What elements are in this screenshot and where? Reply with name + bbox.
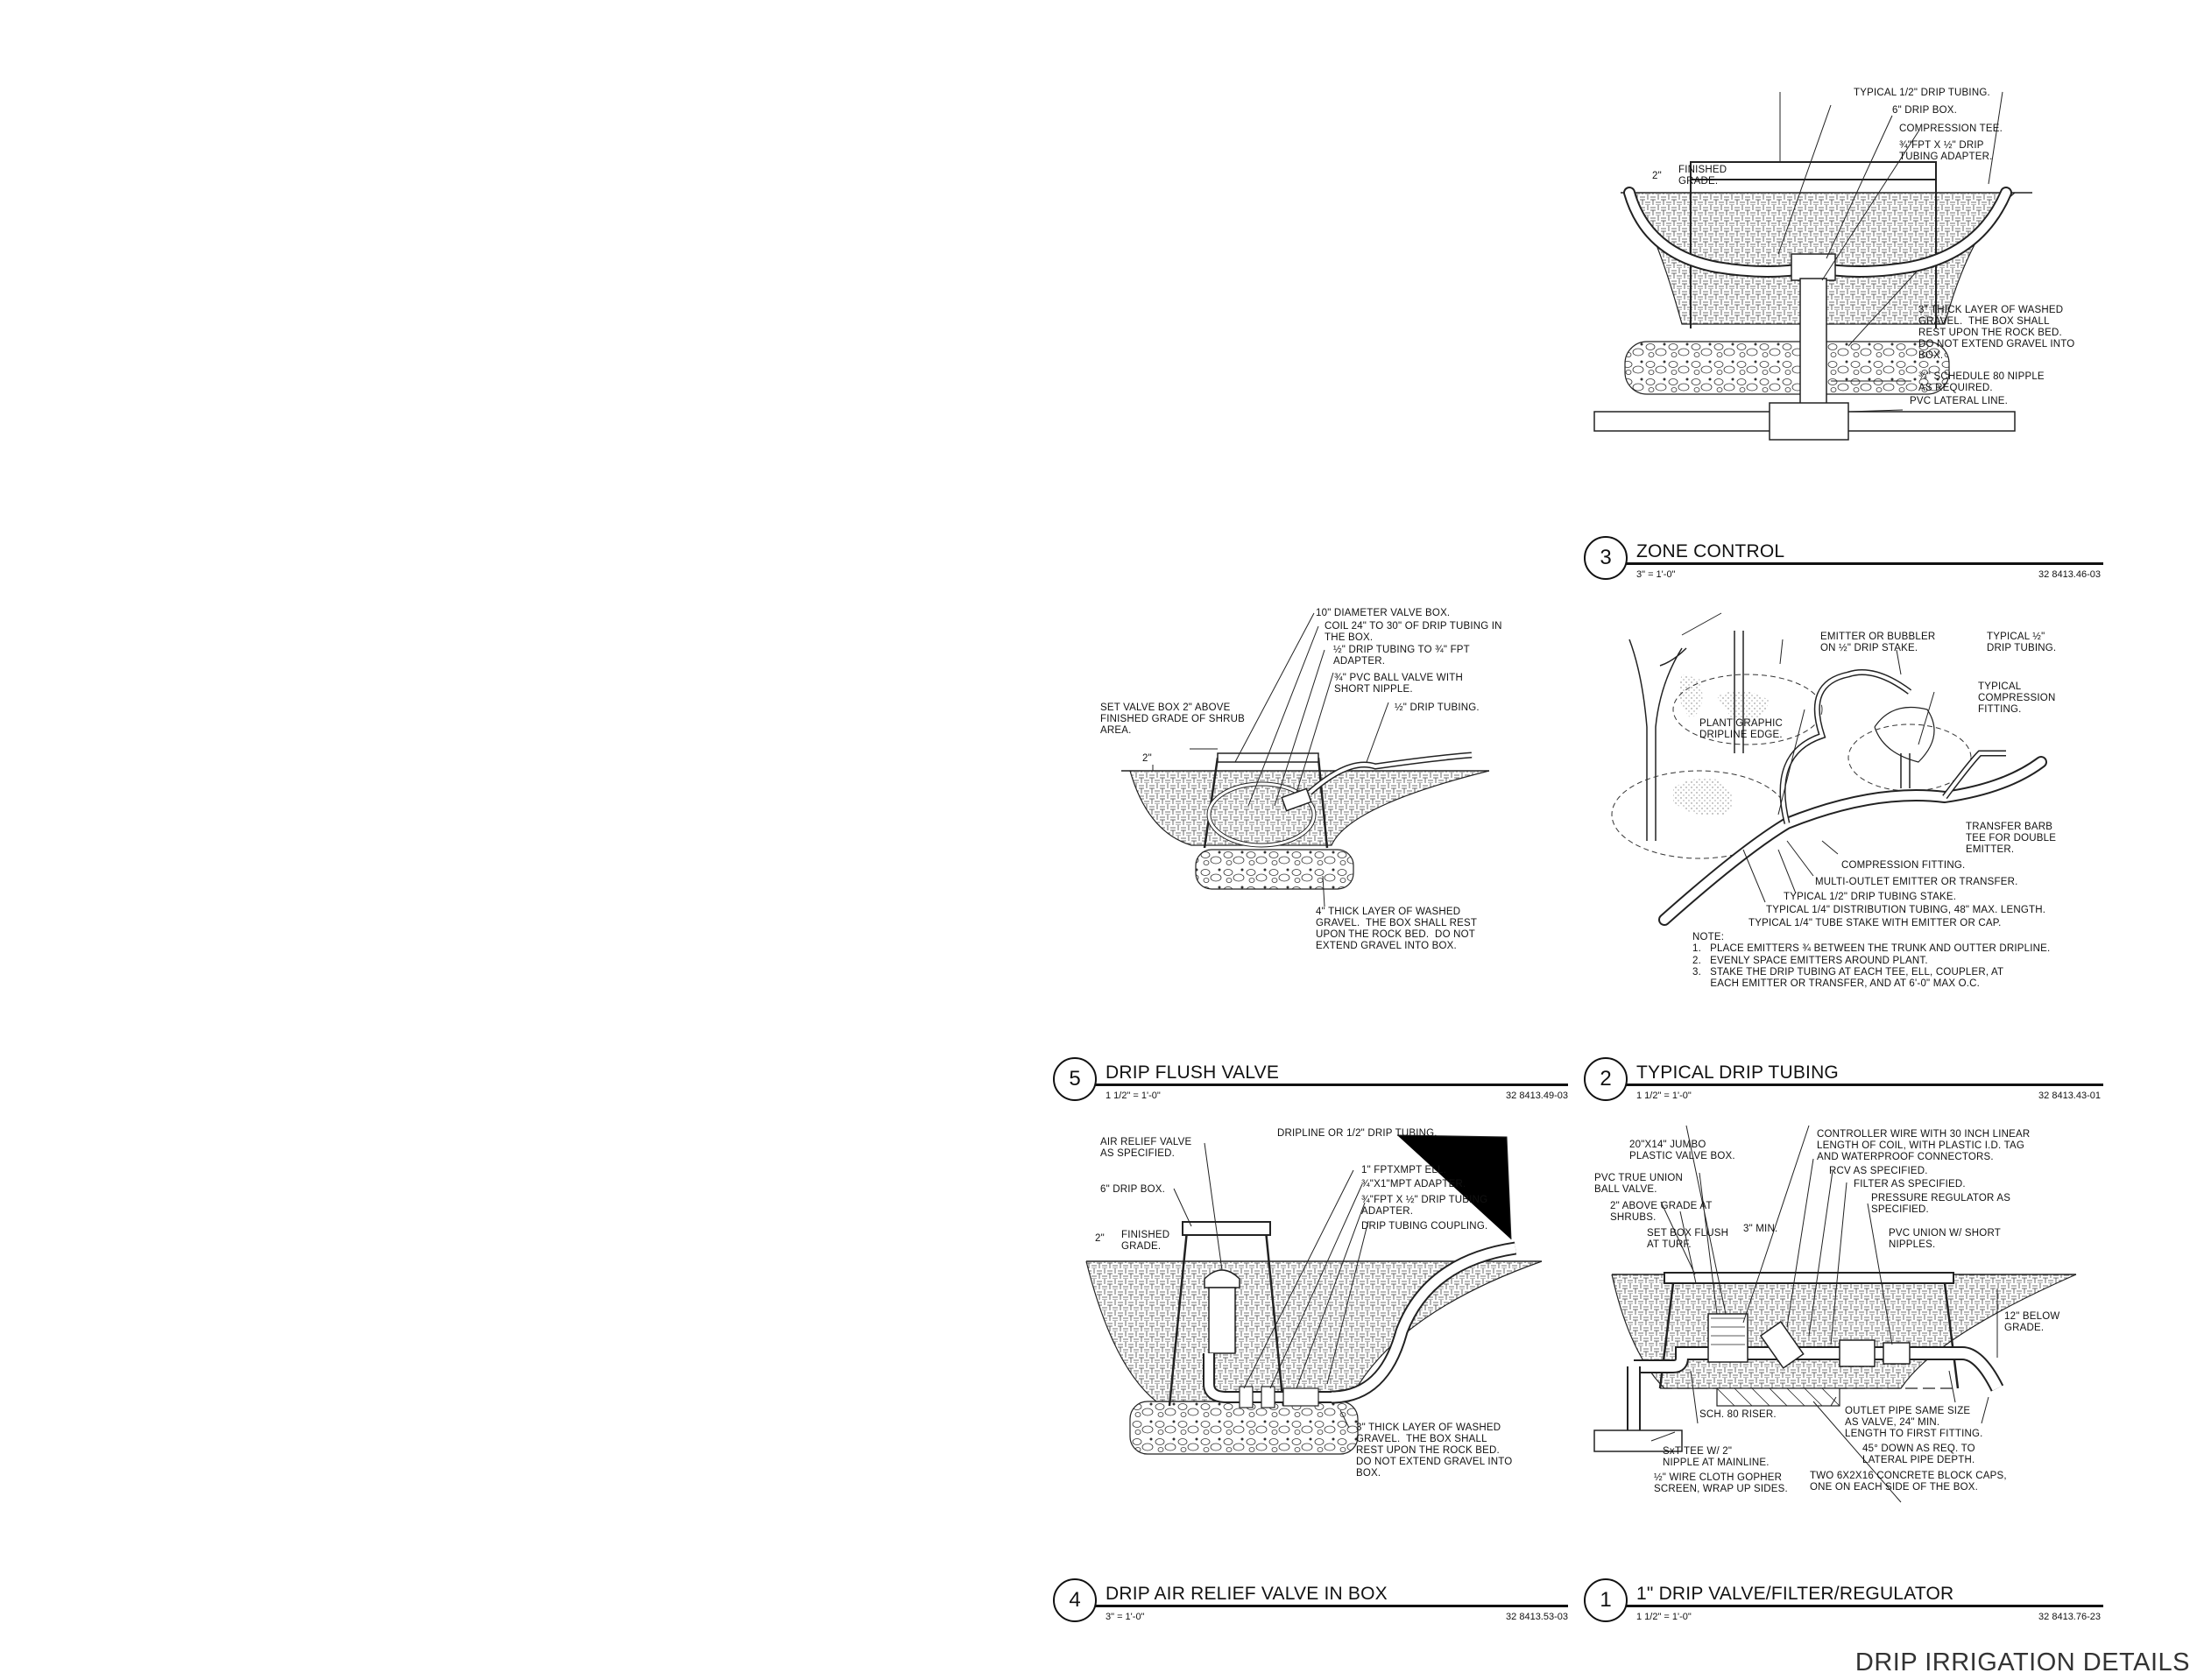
- air-relief-drawing: [1085, 1134, 1543, 1455]
- zone-note-adapter: ¾"FPT X ½" DRIP TUBING ADAPTER.: [1899, 140, 1993, 162]
- zone-note-box: 6" DRIP BOX.: [1892, 105, 1958, 116]
- title-rule: [1626, 562, 2103, 565]
- zone-note-tee: COMPRESSION TEE.: [1899, 124, 2003, 134]
- air-note-dripline: DRIPLINE OR 1/2" DRIP TUBING.: [1277, 1128, 1438, 1139]
- vf-note-gopher: ½" WIRE CLOTH GOPHER SCREEN, WRAP UP SID…: [1654, 1472, 1788, 1494]
- flush-valve-drawing: [1121, 612, 1490, 907]
- tubing-note-head: NOTE:: [1692, 932, 1725, 942]
- air-note-gravel: 3" THICK LAYER OF WASHED GRAVEL. THE BOX…: [1356, 1422, 1513, 1479]
- zone-control-drawing: [1593, 91, 2032, 441]
- vf-note-outlet: OUTLET PIPE SAME SIZE AS VALVE, 24" MIN.…: [1845, 1406, 1983, 1439]
- detail-scale: 1 1/2" = 1'-0": [1636, 1612, 1692, 1622]
- title-rule: [1095, 1605, 1568, 1607]
- flush-note-box: 10" DIAMETER VALVE BOX.: [1316, 608, 1451, 618]
- detail-title: DRIP FLUSH VALVE: [1106, 1062, 1280, 1083]
- flush-note-set: SET VALVE BOX 2" ABOVE FINISHED GRADE OF…: [1100, 702, 1245, 736]
- zone-note-gravel: 3" THICK LAYER OF WASHED GRAVEL. THE BOX…: [1918, 305, 2075, 361]
- air-note-mpt: ¾"X1"MPT ADAPTER.: [1361, 1179, 1466, 1189]
- detail-title: TYPICAL DRIP TUBING: [1636, 1062, 1839, 1083]
- vf-note-down: 45° DOWN AS REQ. TO LATERAL PIPE DEPTH.: [1862, 1444, 1975, 1465]
- detail-valve-filter-regulator: 20"X14" JUMBO PLASTIC VALVE BOX. PVC TRU…: [1593, 1125, 2077, 1528]
- detail-code: 32 8413.46-03: [2038, 569, 2101, 580]
- air-note-box: 6" DRIP BOX.: [1100, 1184, 1166, 1195]
- detail-number: 5: [1053, 1057, 1097, 1101]
- tubing-note-emitter: EMITTER OR BUBBLER ON ½" DRIP STAKE.: [1820, 632, 1936, 653]
- valve-filter-drawing: [1593, 1125, 2077, 1503]
- tubing-note-tube-stake: TYPICAL 1/4" TUBE STAKE WITH EMITTER OR …: [1748, 918, 2002, 928]
- detail-title: ZONE CONTROL: [1636, 541, 1785, 561]
- detail-air-relief-valve: AIR RELIEF VALVE AS SPECIFIED. 6" DRIP B…: [1085, 1121, 1543, 1507]
- zone-note-lateral: PVC LATERAL LINE.: [1910, 396, 2009, 406]
- drip-tubing-drawing: [1611, 612, 2047, 926]
- vf-note-filter: FILTER AS SPECIFIED.: [1854, 1179, 1966, 1189]
- air-note-ell: 1" FPTXMPT ELL.: [1361, 1165, 1446, 1175]
- title-rule: [1095, 1084, 1568, 1086]
- zone-note-nipple: ¾" SCHEDULE 80 NIPPLE AS REQUIRED.: [1918, 371, 2045, 393]
- vf-note-flush: SET BOX FLUSH AT TURF.: [1647, 1228, 1729, 1250]
- vf-note-riser: SCH. 80 RISER.: [1699, 1409, 1777, 1420]
- tubing-note-barb: TRANSFER BARB TEE FOR DOUBLE EMITTER.: [1966, 822, 2057, 855]
- title-block-flush-valve: 5 DRIP FLUSH VALVE 1 1/2" = 1'-0" 32 841…: [1053, 1057, 1568, 1110]
- detail-typical-drip-tubing: EMITTER OR BUBBLER ON ½" DRIP STAKE. TYP…: [1611, 612, 2076, 990]
- title-block-air-relief: 4 DRIP AIR RELIEF VALVE IN BOX 3" = 1'-0…: [1053, 1578, 1568, 1631]
- vf-note-sxt: SxT TEE W/ 2" NIPPLE AT MAINLINE.: [1663, 1446, 1770, 1468]
- flush-note-coil: COIL 24" TO 30" OF DRIP TUBING IN THE BO…: [1325, 621, 1502, 643]
- flush-dimension: 2": [1142, 753, 1152, 764]
- tubing-note-compression: COMPRESSION FITTING.: [1841, 860, 1966, 871]
- detail-zone-control: TYPICAL 1/2" DRIP TUBING. 6" DRIP BOX. C…: [1577, 79, 2120, 569]
- flush-note-gravel: 4" THICK LAYER OF WASHED GRAVEL. THE BOX…: [1316, 907, 1478, 951]
- detail-number: 1: [1584, 1578, 1628, 1622]
- tubing-note-stake: TYPICAL 1/2" DRIP TUBING STAKE.: [1784, 892, 1957, 902]
- tubing-note-3: 3. STAKE THE DRIP TUBING AT EACH TEE, EL…: [1692, 967, 2004, 989]
- detail-scale: 1 1/2" = 1'-0": [1106, 1091, 1161, 1101]
- detail-number: 3: [1584, 536, 1628, 580]
- detail-number: 4: [1053, 1578, 1097, 1622]
- vf-note-above: 2" ABOVE GRADE AT SHRUBS.: [1610, 1201, 1713, 1223]
- flush-note-adapter: ½" DRIP TUBING TO ¾" FPT ADAPTER.: [1333, 645, 1470, 667]
- detail-scale: 3" = 1'-0": [1106, 1612, 1145, 1622]
- vf-note-wire: CONTROLLER WIRE WITH 30 INCH LINEAR LENG…: [1817, 1129, 2031, 1162]
- detail-scale: 1 1/2" = 1'-0": [1636, 1091, 1692, 1101]
- zone-note-tubing: TYPICAL 1/2" DRIP TUBING.: [1854, 88, 1990, 98]
- vf-note-regulator: PRESSURE REGULATOR AS SPECIFIED.: [1871, 1193, 2011, 1215]
- title-block-drip-tubing: 2 TYPICAL DRIP TUBING 1 1/2" = 1'-0" 32 …: [1584, 1057, 2103, 1110]
- title-block-zone-control: 3 ZONE CONTROL 3" = 1'-0" 32 8413.46-03: [1584, 536, 2103, 589]
- tubing-note-2: 2. EVENLY SPACE EMITTERS AROUND PLANT.: [1692, 956, 1928, 966]
- tubing-note-dripline: PLANT GRAPHIC DRIPLINE EDGE.: [1699, 718, 1784, 740]
- vf-note-ball: PVC TRUE UNION BALL VALVE.: [1594, 1173, 1683, 1195]
- tubing-note-typical: TYPICAL ½" DRIP TUBING.: [1987, 632, 2057, 653]
- air-note-relief: AIR RELIEF VALVE AS SPECIFIED.: [1100, 1137, 1192, 1159]
- detail-code: 32 8413.53-03: [1506, 1612, 1568, 1622]
- detail-title: DRIP AIR RELIEF VALVE IN BOX: [1106, 1584, 1388, 1604]
- air-note-grade: FINISHED GRADE.: [1121, 1230, 1170, 1252]
- air-note-fpt: ¾"FPT X ½" DRIP TUBING ADAPTER.: [1361, 1195, 1488, 1217]
- tubing-note-multi: MULTI-OUTLET EMITTER OR TRANSFER.: [1815, 877, 2018, 887]
- tubing-note-1: 1. PLACE EMITTERS ¾ BETWEEN THE TRUNK AN…: [1692, 943, 2051, 954]
- title-rule: [1626, 1084, 2103, 1086]
- tubing-note-dist: TYPICAL 1/4" DISTRIBUTION TUBING, 48" MA…: [1766, 905, 2046, 915]
- detail-code: 32 8413.49-03: [1506, 1091, 1568, 1101]
- zone-dimension: 2": [1652, 171, 1662, 181]
- vf-note-block: TWO 6X2X16 CONCRETE BLOCK CAPS, ONE ON E…: [1810, 1471, 2007, 1493]
- sheet-title: DRIP IRRIGATION DETAILS: [1854, 1648, 2190, 1676]
- vf-note-jumbo: 20"X14" JUMBO PLASTIC VALVE BOX.: [1629, 1140, 1735, 1161]
- title-rule: [1626, 1605, 2103, 1607]
- title-block-valve-filter: 1 1" DRIP VALVE/FILTER/REGULATOR 1 1/2" …: [1584, 1578, 2103, 1631]
- vf-note-union: PVC UNION W/ SHORT NIPPLES.: [1889, 1228, 2001, 1250]
- detail-scale: 3" = 1'-0": [1636, 569, 1676, 580]
- tubing-note-compression-typ: TYPICAL COMPRESSION FITTING.: [1978, 681, 2056, 715]
- vf-note-min: 3" MIN.: [1743, 1224, 1778, 1234]
- air-dimension: 2": [1095, 1233, 1105, 1244]
- detail-drip-flush-valve: 10" DIAMETER VALVE BOX. COIL 24" TO 30" …: [1086, 604, 1542, 981]
- vf-note-rcv: RCV AS SPECIFIED.: [1829, 1166, 1928, 1176]
- detail-code: 32 8413.76-23: [2038, 1612, 2101, 1622]
- flush-note-ball: ¾" PVC BALL VALVE WITH SHORT NIPPLE.: [1334, 673, 1463, 695]
- detail-title: 1" DRIP VALVE/FILTER/REGULATOR: [1636, 1584, 1954, 1604]
- vf-note-below: 12" BELOW GRADE.: [2004, 1311, 2060, 1333]
- detail-code: 32 8413.43-01: [2038, 1091, 2101, 1101]
- flush-note-tubing: ½" DRIP TUBING.: [1395, 702, 1480, 713]
- air-note-coupling: DRIP TUBING COUPLING.: [1361, 1221, 1488, 1232]
- zone-note-grade: FINISHED GRADE.: [1678, 165, 1727, 187]
- detail-number: 2: [1584, 1057, 1628, 1101]
